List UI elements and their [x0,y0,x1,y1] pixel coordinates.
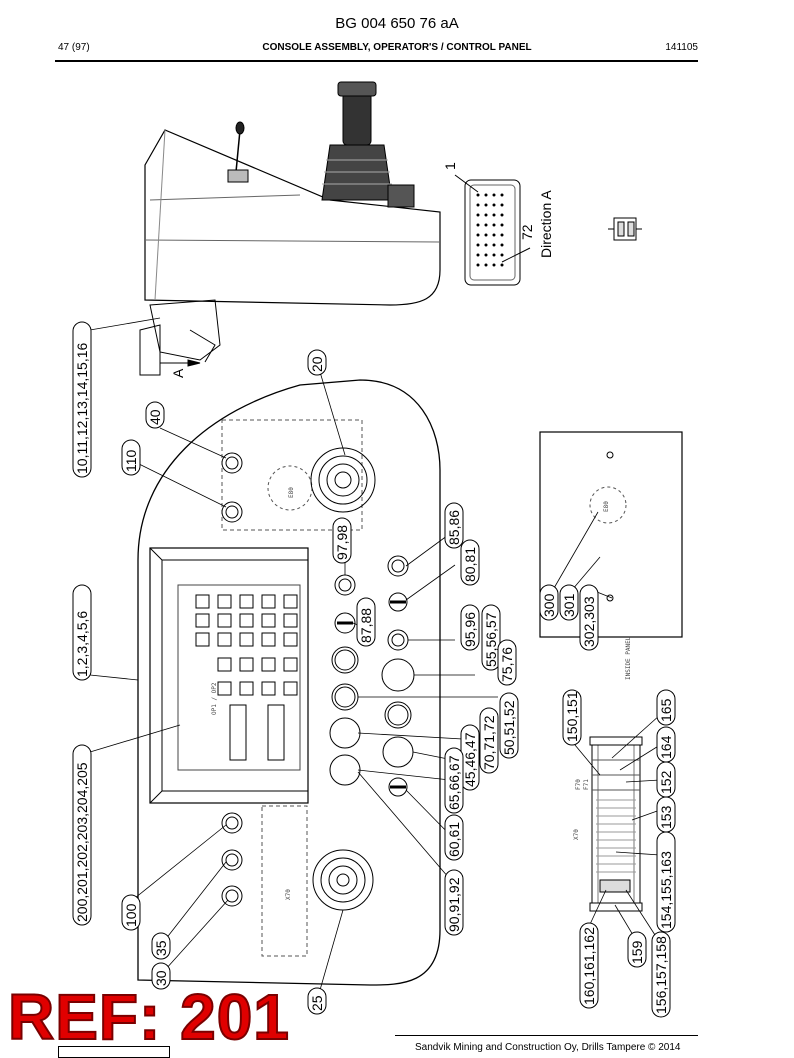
callout-154-163: 154,155,163 [658,851,674,929]
callout-texts: 10,11,12,13,14,15,16 40 110 20 85,86 97,… [74,342,674,1014]
inside-e80-label: E80 [603,501,610,512]
direction-label: Direction A [538,190,554,258]
terminal-block-view [589,736,643,912]
footer-rule [395,1035,698,1036]
callout-152: 152 [658,770,674,794]
callout-30: 30 [153,970,169,986]
callout-100: 100 [123,903,139,927]
callout-10-16: 10,11,12,13,14,15,16 [74,342,90,474]
callout-95-96: 95,96 [462,612,478,647]
inside-panel-view [539,431,683,638]
f71-label: F71 [583,779,590,790]
document-id: BG 004 650 76 aA [335,15,459,32]
footer-logo [58,1046,170,1058]
callout-164: 164 [658,735,674,759]
leader-lines [89,317,661,991]
console-side-view [139,81,441,376]
callout-40: 40 [147,409,163,425]
arrow-a-label: A [170,368,186,378]
block-x70-label: X70 [573,829,580,840]
callout-75-76: 75,76 [499,647,515,682]
callout-50-52: 50,51,52 [501,700,517,755]
callout-20: 20 [309,356,325,372]
page-number: 47 (97) [58,42,90,53]
ref-stamp: REF: 201 [7,981,290,1053]
control-panel-front [137,379,441,986]
header-rule [55,60,698,62]
callout-70-72: 70,71,72 [481,715,497,770]
callout-80-81: 80,81 [462,547,478,582]
callout-150-151: 150,151 [564,691,580,742]
callout-110: 110 [123,449,139,472]
callout-1-6: 1,2,3,4,5,6 [74,611,90,677]
callout-300: 300 [541,593,557,617]
connector-pin-72: 72 [519,224,535,240]
callout-302-303: 302,303 [581,596,597,647]
callout-301: 301 [561,593,577,617]
display-label: OP1 / OP2 [211,682,218,715]
switch-detail [608,217,642,241]
panel-x70-label: X70 [285,889,292,900]
callout-55-57: 55,56,57 [483,612,499,667]
panel-e80-label: E80 [288,487,295,498]
callout-85-86: 85,86 [446,510,462,545]
callout-160-162: 160,161,162 [581,927,597,1005]
callout-45-47: 45,46,47 [462,732,478,787]
callout-25: 25 [309,995,325,1011]
callout-159: 159 [629,940,645,964]
f70-label: F70 [575,779,582,790]
document-date: 141105 [665,42,698,53]
callout-35: 35 [153,940,169,956]
connector-view [454,174,531,286]
callout-97-98: 97,98 [334,525,350,560]
callout-156-158: 156,157,158 [653,936,669,1014]
callout-badges [72,321,676,1018]
callout-90-92: 90,91,92 [446,877,462,932]
callout-165: 165 [658,698,674,722]
page-title: CONSOLE ASSEMBLY, OPERATOR'S / CONTROL P… [262,42,532,53]
callout-60-61: 60,61 [446,822,462,857]
inside-panel-label: INSIDE PANEL [625,636,632,680]
connector-pin-1: 1 [442,162,458,170]
footer-copyright: Sandvik Mining and Construction Oy, Dril… [415,1042,681,1053]
callout-153: 153 [658,805,674,829]
callout-65-67: 65,66,67 [446,755,462,810]
callout-87-88: 87,88 [358,608,374,643]
callout-200-205: 200,201,202,203,204,205 [74,762,90,922]
